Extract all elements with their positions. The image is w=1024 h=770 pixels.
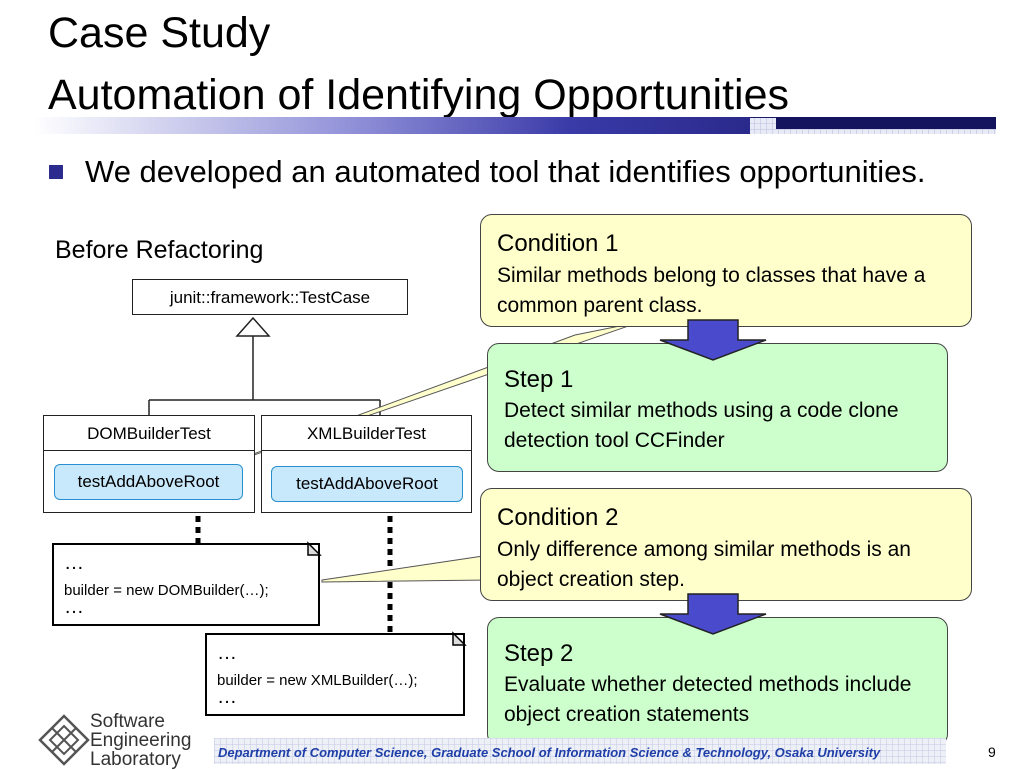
slide-title-line-1: Case Study [48,9,271,57]
parent-class-box: junit::framework::TestCase [132,279,408,315]
condition2-heading: Condition 2 [497,504,619,531]
ellipsis-top: … [64,552,84,574]
title-underline-bar [34,117,996,134]
parent-class-name: junit::framework::TestCase [169,288,371,307]
logo-line-engineering: Engineering [90,730,192,751]
code-line-dombuilder: builder = new DOMBuilder(…); [64,582,269,599]
method-testaddaboveroot-dom: testAddAboveRoot [54,464,243,500]
ellipsis-bottom: … [64,596,84,618]
class-divider [262,450,471,451]
down-arrow-icon [659,319,767,361]
code-line-xmlbuilder: builder = new XMLBuilder(…); [217,672,418,689]
ellipsis-bottom: … [217,686,237,708]
step1-heading: Step 1 [504,366,574,393]
ellipsis-top: … [217,642,237,664]
lab-logo-icon [38,714,90,766]
footer-bar [214,738,946,764]
step2-heading: Step 2 [504,640,574,667]
step1-box: Step 1 Detect similar methods using a co… [487,343,948,472]
step1-body: Detect similar methods using a code clon… [504,399,899,452]
footer-department-text: Department of Computer Science, Graduate… [218,745,881,760]
logo-line-laboratory: Laboratory [90,749,181,770]
step2-body: Evaluate whether detected methods includ… [504,673,912,726]
class-name-dombuildertest: DOMBuilderTest [87,424,211,443]
before-refactoring-label: Before Refactoring [55,236,264,264]
code-note-dombuilder: … builder = new DOMBuilder(…); … [52,543,320,626]
condition2-box: Condition 2 Only difference among simila… [480,488,972,601]
bullet-text: We developed an automated tool that iden… [85,154,926,189]
lab-logo-text: Software Engineering Laboratory [90,712,191,769]
page-number: 9 [988,744,996,760]
condition1-heading: Condition 1 [497,230,619,257]
inheritance-triangle-icon [235,316,271,337]
class-divider [44,450,254,451]
condition1-body: Similar methods belong to classes that h… [497,264,926,317]
condition2-body: Only difference among similar methods is… [497,538,911,591]
logo-line-software: Software [90,711,165,732]
code-note-xmlbuilder: … builder = new XMLBuilder(…); … [205,633,465,716]
slide-title-line-2: Automation of Identifying Opportunities [48,71,789,119]
bullet-square-icon [49,165,63,179]
method-testaddaboveroot-xml: testAddAboveRoot [271,466,463,502]
class-name-xmlbuildertest: XMLBuilderTest [306,424,427,443]
down-arrow-icon [659,593,767,635]
